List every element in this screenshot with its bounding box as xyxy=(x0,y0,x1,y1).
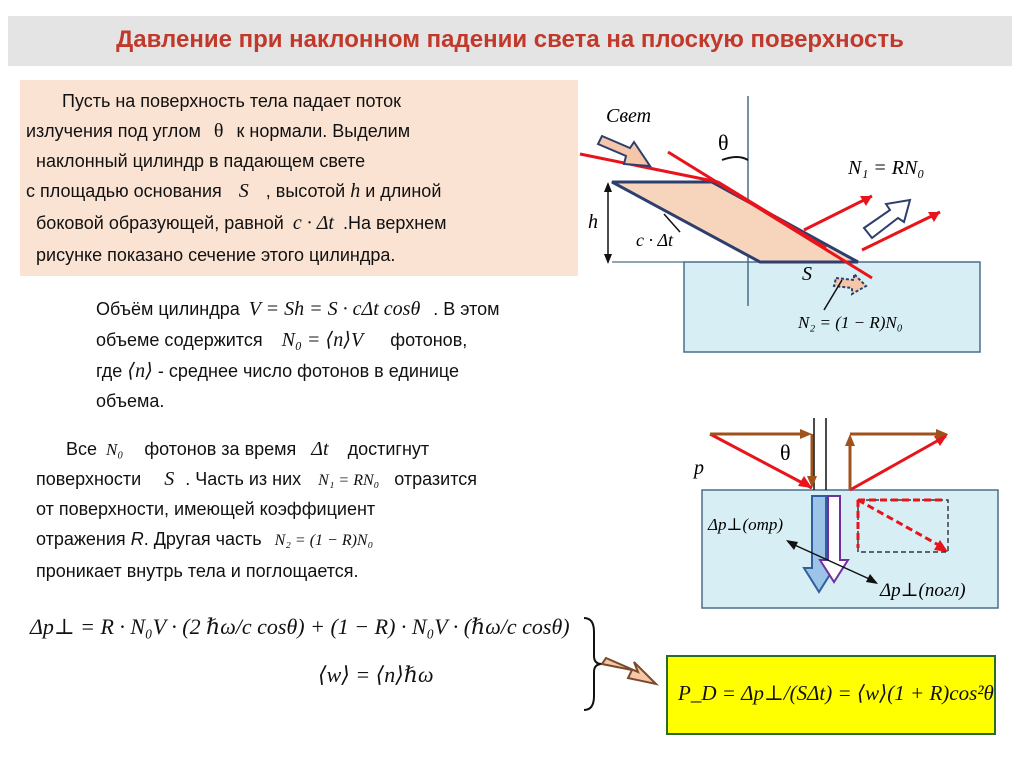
arrowhead-icon xyxy=(866,574,878,584)
n1-formula: N₁ = RN₀ xyxy=(318,472,380,489)
arrowhead-icon xyxy=(928,212,940,222)
reflected-ray-2 xyxy=(861,210,941,252)
intro-line-2: излучения под углом θ к нормали. Выделим xyxy=(26,120,411,142)
area-symbol: S xyxy=(238,180,249,202)
cdt-label: c · Δt xyxy=(636,230,674,250)
arrowhead-icon xyxy=(936,429,948,439)
volume-line-2: объеме содержится N₀ = ⟨n⟩V фотонов, xyxy=(96,329,468,351)
reflected-light-arrow-icon xyxy=(862,198,912,240)
dp-pointer xyxy=(787,541,877,583)
photons-line-3: от поверхности, имеющей коэффициент xyxy=(36,499,376,519)
photons-line-4: отражения R. Другая часть N₂ = (1 − R)N₀ xyxy=(36,529,374,549)
intro-line-3: наклонный цилиндр в падающем свете xyxy=(36,151,366,171)
energy-density-formula: ⟨w⟩ = ⟨n⟩ℏω xyxy=(318,662,434,687)
theta-symbol: θ xyxy=(213,120,224,142)
height-label: h xyxy=(588,211,598,233)
intro-box xyxy=(20,80,578,276)
result-box: P_D = Δp⊥/(SΔt) = ⟨w⟩(1 + R)cos²θ xyxy=(666,655,996,735)
incident-momentum xyxy=(709,432,813,490)
dt-symbol: Δt xyxy=(311,438,329,460)
n2-pointer xyxy=(823,279,843,311)
brace-icon xyxy=(583,617,603,711)
incidence-diagram: Свет θ h c · Δt S N₁ = RN₀ N₂ = (1 − R)N… xyxy=(579,96,981,353)
height-symbol: h xyxy=(350,180,361,202)
r-symbol: R xyxy=(130,529,144,549)
arrowhead-icon xyxy=(807,476,817,488)
arrowhead-icon xyxy=(786,540,798,550)
n2-label: N₂ = (1 − R)N₀ xyxy=(797,313,903,332)
page-title: Давление при наклонном падении света на … xyxy=(116,26,904,53)
arrowhead-icon xyxy=(604,254,612,264)
theta-arc xyxy=(721,156,749,161)
transmitted-momentum xyxy=(857,498,945,550)
photons-line-5: проникает внутрь тела и поглощается. xyxy=(36,561,359,581)
pressure-formula: P_D = Δp⊥/(SΔt) = ⟨w⟩(1 + R)cos²θ xyxy=(678,681,994,705)
medium-block xyxy=(683,261,981,353)
n1-label: N₁ = RN₀ xyxy=(847,157,924,179)
volume-formula: V = Sh = S · cΔt cosθ xyxy=(248,298,421,320)
n2-formula: N₂ = (1 − R)N₀ xyxy=(274,532,374,549)
photons-line-2: поверхности S . Часть из них N₁ = RN₀ от… xyxy=(36,468,478,490)
cdt-pointer xyxy=(663,213,681,233)
cdt-symbol: c · Δt xyxy=(292,212,334,234)
arrowhead-icon xyxy=(798,476,812,488)
ray-2 xyxy=(667,150,873,280)
medium-block xyxy=(701,489,999,609)
arrowhead-icon xyxy=(934,540,948,552)
reflected-ray-1 xyxy=(803,194,873,232)
momentum-diagram: p θ Δp⊥(отр) Δp⊥(погл) xyxy=(692,418,999,609)
intro-line-4: с площадью основания S , высотой h и дли… xyxy=(26,180,442,202)
volume-line-3: где ⟨n⟩ - среднее число фотонов в единиц… xyxy=(96,360,459,382)
intro-line-6: рисунке показано сечение этого цилиндра. xyxy=(36,245,396,265)
light-arrow-icon xyxy=(596,134,652,168)
dp-otr-label: Δp⊥(отр) xyxy=(707,515,783,534)
arrowhead-icon xyxy=(604,182,612,192)
transmitted-light-arrow-icon xyxy=(832,271,868,296)
theta-label: θ xyxy=(718,130,729,155)
p-label: p xyxy=(692,457,704,479)
arrowhead-icon xyxy=(860,196,872,206)
cylinder-section xyxy=(611,180,859,264)
theta-label: θ xyxy=(780,440,791,465)
arrowhead-icon xyxy=(845,434,855,446)
s-symbol: S xyxy=(164,468,175,490)
volume-line-4: объема. xyxy=(96,391,165,411)
s-label: S xyxy=(802,263,812,285)
result-arrow-group xyxy=(583,617,660,711)
ray-1 xyxy=(579,152,719,184)
reflected-momentum xyxy=(849,434,947,492)
intro-line-5: боковой образующей, равной c · Δt .На ве… xyxy=(36,212,447,234)
light-label: Свет xyxy=(606,105,651,127)
photon-count-formula: N₀ = ⟨n⟩V xyxy=(281,329,364,351)
intro-line-1: Пусть на поверхность тела падает поток xyxy=(62,91,402,111)
mean-density-symbol: ⟨n⟩ xyxy=(127,360,153,382)
volume-line-1: Объём цилиндра V = Sh = S · cΔt cosθ . В… xyxy=(96,298,500,320)
title-bar xyxy=(8,16,1012,66)
arrowhead-icon xyxy=(800,429,812,439)
photons-line-1: Все N₀ фотонов за время Δt достигнут xyxy=(66,438,430,460)
dp-pogl-label: Δp⊥(погл) xyxy=(879,580,966,601)
momentum-formula: Δp⊥ = R · N₀V · (2 ℏω/c cosθ) + (1 − R) … xyxy=(30,614,570,639)
arrow-right-icon xyxy=(600,656,660,686)
n0-symbol: N₀ xyxy=(106,440,124,459)
